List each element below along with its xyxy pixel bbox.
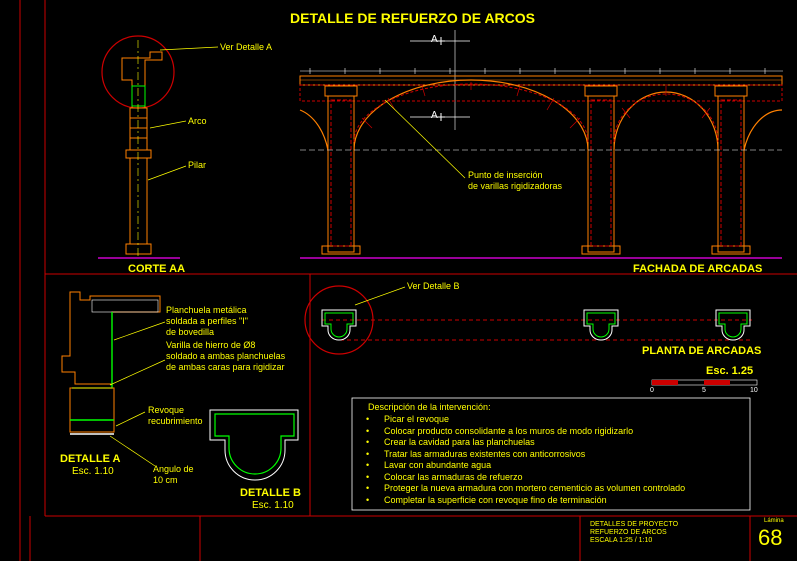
detalle-a-title: DETALLE A <box>60 453 121 465</box>
scale-tick-10: 10 <box>750 387 758 394</box>
detalle-b-drawing <box>209 409 299 481</box>
scale-bar-graphic <box>651 379 758 386</box>
planta-title: PLANTA DE ARCADAS <box>642 345 762 357</box>
fachada-drawing <box>299 30 783 259</box>
pilar-label: Pilar <box>188 160 207 170</box>
sheet-number: 68 <box>758 525 783 550</box>
sheet-frame <box>19 0 797 561</box>
step-5: Lavar con abundante agua <box>362 460 685 472</box>
revoque-label-1: Revoque <box>148 405 185 415</box>
detalle-a-drawing <box>61 291 166 467</box>
step-6: Colocar las armaduras de refuerzo <box>362 472 685 484</box>
insertion-note-line1: Punto de inserción <box>468 170 543 180</box>
section-marker-bottom: A <box>431 110 438 121</box>
section-marker-top: A <box>431 34 438 45</box>
corte-aa-title: CORTE AA <box>128 263 186 275</box>
fachada-title: FACHADA DE ARCADAS <box>633 263 763 275</box>
planta-drawing <box>304 285 752 355</box>
ver-detalle-a-label: Ver Detalle A <box>220 42 273 52</box>
description-heading: Descripción de la intervención: <box>368 402 491 412</box>
title-block-line2: REFUERZO DE ARCOS <box>590 529 667 536</box>
step-2: Colocar producto consolidante a los muro… <box>362 426 685 438</box>
insertion-note-line2: de varillas rigidizadoras <box>468 181 563 191</box>
drawing-title: DETALLE DE REFUERZO DE ARCOS <box>290 10 536 26</box>
detalle-a-note-3: de bovedilla <box>166 327 215 337</box>
detalle-a-scale: Esc. 1.10 <box>72 466 114 477</box>
step-7: Proteger la nueva armadura con mortero c… <box>362 483 685 495</box>
scale-tick-0: 0 <box>650 387 654 394</box>
sheet-label: Lámina <box>764 518 784 524</box>
revoque-label-2: recubrimiento <box>148 416 203 426</box>
ver-detalle-b-label: Ver Detalle B <box>407 281 460 291</box>
scale-label: Esc. 1.25 <box>706 365 754 377</box>
detalle-a-note-1: Planchuela metálica <box>166 305 247 315</box>
detalle-a-note-5: soldado a ambas planchuelas <box>166 351 286 361</box>
detalle-b-scale: Esc. 1.10 <box>252 500 294 511</box>
title-block-line1: DETALLES DE PROYECTO <box>590 521 679 528</box>
angulo-label-1: Angulo de <box>153 464 194 474</box>
detalle-a-note-6: de ambas caras para rigidizar <box>166 362 285 372</box>
step-3: Crear la cavidad para las planchuelas <box>362 437 685 449</box>
arco-label: Arco <box>188 116 207 126</box>
step-8: Completar la superficie con revoque fino… <box>362 495 685 507</box>
title-block-line3: ESCALA 1:25 / 1:10 <box>590 537 653 544</box>
angulo-label-2: 10 cm <box>153 475 178 485</box>
scale-tick-5: 5 <box>702 387 706 394</box>
detalle-b-title: DETALLE B <box>240 487 301 499</box>
description-frame <box>351 397 751 511</box>
step-1: Picar el revoque <box>362 414 685 426</box>
corte-aa-drawing <box>98 35 219 259</box>
detalle-a-note-4: Varilla de hierro de Ø8 <box>166 340 256 350</box>
step-4: Tratar las armaduras existentes con anti… <box>362 449 685 461</box>
description-steps: Picar el revoque Colocar producto consol… <box>362 414 685 506</box>
detalle-a-note-2: soldada a perfiles "I" <box>166 316 248 326</box>
